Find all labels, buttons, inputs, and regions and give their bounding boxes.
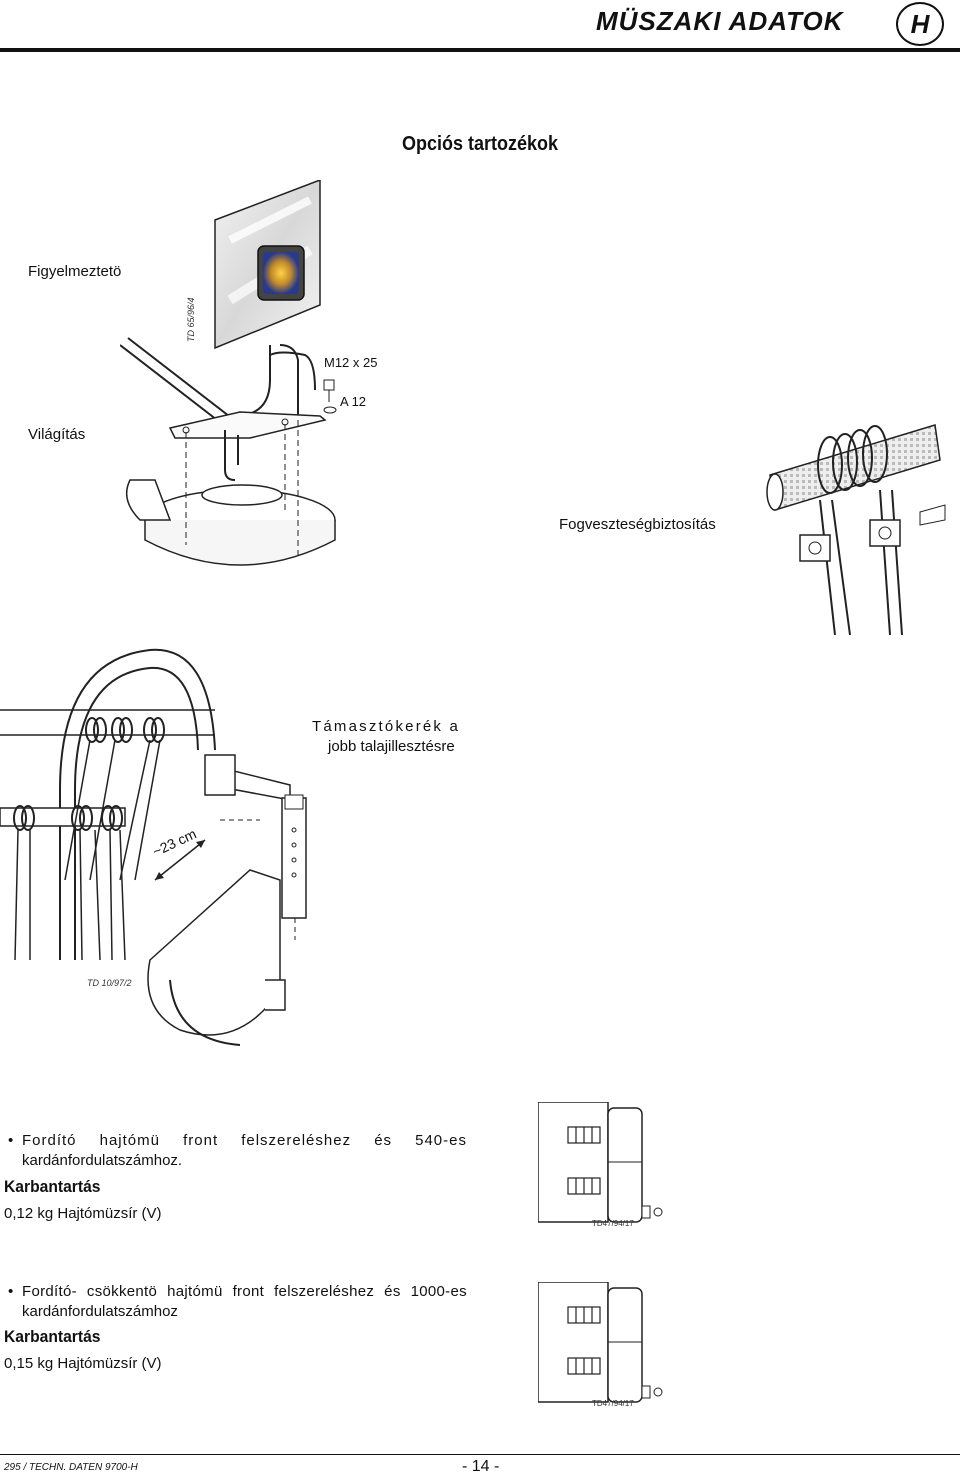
lighting-label: Világítás bbox=[28, 426, 86, 443]
wheel-label-line1: Támasztókerék a bbox=[312, 718, 461, 735]
bullet-icon: • bbox=[8, 1283, 14, 1300]
page-header-title: MÜSZAKI ADATOK bbox=[596, 6, 844, 36]
gearbox-540-figure-code: TD47/94/17 bbox=[592, 1219, 634, 1228]
bolt-label: M12 x 25 bbox=[324, 355, 378, 370]
gearbox-540-line2: kardánfordulatszámhoz. bbox=[22, 1152, 183, 1169]
washer-label: A 12 bbox=[340, 394, 367, 409]
gearbox-1000-description: • Fordító- csökkentö hajtómü front felsz… bbox=[8, 1282, 467, 1322]
footer-rule bbox=[0, 1454, 960, 1455]
gearbox-1000-maintenance-heading: Karbantartás bbox=[4, 1327, 101, 1346]
section-badge: H bbox=[896, 2, 944, 46]
gearbox-540-illustration bbox=[538, 1102, 663, 1223]
word: és bbox=[374, 1132, 393, 1149]
support-wheel-illustration bbox=[0, 648, 307, 1046]
word: 1000-es bbox=[410, 1283, 467, 1300]
gearbox-1000-illustration bbox=[538, 1282, 663, 1403]
word: felszereléshez bbox=[241, 1132, 352, 1149]
word: hajtómü bbox=[99, 1132, 160, 1149]
warning-label: Figyelmeztetö bbox=[28, 263, 122, 280]
word: és bbox=[384, 1283, 401, 1300]
gearbox-1000-line1: Fordító- csökkentö hajtómü front felszer… bbox=[22, 1282, 467, 1302]
gearbox-1000-line2: kardánfordulatszámhoz bbox=[22, 1303, 178, 1320]
gearbox-540-line1: Fordító hajtómü front felszereléshez és … bbox=[22, 1131, 467, 1151]
word: Fordító bbox=[22, 1132, 77, 1149]
bullet-icon: • bbox=[8, 1132, 14, 1149]
tine-guard-illustration bbox=[766, 424, 946, 635]
header-rule bbox=[0, 48, 960, 52]
word: front bbox=[183, 1132, 219, 1149]
word: front bbox=[232, 1283, 265, 1300]
gearbox-1000-figure-code: TD47/94/17 bbox=[592, 1399, 634, 1408]
word: Fordító- bbox=[22, 1283, 77, 1300]
page-number: - 14 - bbox=[462, 1458, 500, 1475]
word: hajtómü bbox=[167, 1283, 223, 1300]
gearbox-1000-grease-amount: 0,15 kg Hajtómüzsír (V) bbox=[4, 1355, 162, 1372]
gearbox-540-grease-amount: 0,12 kg Hajtómüzsír (V) bbox=[4, 1205, 162, 1222]
page-subtitle: Opciós tartozékok bbox=[402, 133, 559, 155]
warning-light-illustration bbox=[120, 180, 337, 566]
tine-guard-label: Fogveszteségbiztosítás bbox=[559, 516, 716, 533]
word: felszereléshez bbox=[274, 1283, 375, 1300]
word: csökkentö bbox=[86, 1283, 158, 1300]
gearbox-540-maintenance-heading: Karbantartás bbox=[4, 1177, 101, 1196]
wheel-label-line2: jobb talajillesztésre bbox=[328, 738, 455, 755]
wheel-figure-code: TD 10/97/2 bbox=[87, 978, 132, 988]
word: 540-es bbox=[415, 1132, 467, 1149]
gearbox-540-description: • Fordító hajtómü front felszereléshez é… bbox=[8, 1131, 467, 1171]
footer-document-code: 295 / TECHN. DATEN 9700-H bbox=[4, 1462, 138, 1473]
